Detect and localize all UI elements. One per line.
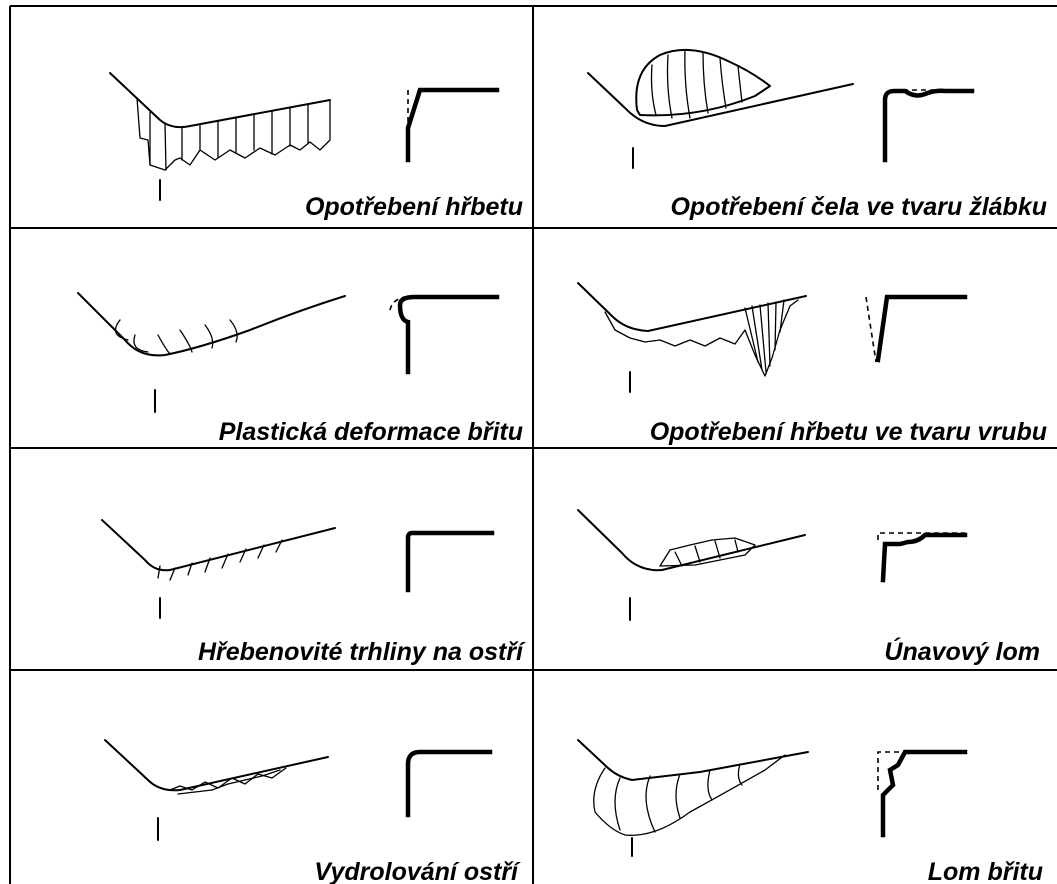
edge-chipping-edge-sketch: [105, 740, 328, 840]
fatigue-fracture-profile-sketch: [878, 533, 965, 580]
edge-breakage-edge-sketch: [578, 740, 808, 856]
flank-wear-profile-sketch: [408, 90, 497, 160]
panel-flank-wear: Opotřebení hřbetu: [110, 73, 523, 221]
panel-edge-breakage: Lom břitu: [578, 740, 1043, 884]
panel-plastic-deformation: Plastická deformace břitu: [78, 293, 523, 446]
flank-wear-edge-sketch: [110, 73, 330, 200]
caption-edge-chipping: Vydrolování ostří: [314, 858, 521, 884]
panel-notch-wear: Opotřebení hřbetu ve tvaru vrubu: [578, 283, 1047, 446]
panel-crater-wear: Opotřebení čela ve tvaru žlábku: [588, 50, 1047, 221]
caption-flank-wear: Opotřebení hřbetu: [305, 193, 523, 221]
panel-fatigue-fracture: Únavový lom: [578, 510, 1040, 666]
panel-edge-chipping: Vydrolování ostří: [105, 740, 521, 884]
panel-comb-cracks: Hřebenovité trhliny na ostří: [102, 520, 526, 666]
crater-wear-profile-sketch: [885, 90, 972, 160]
comb-cracks-profile-sketch: [408, 533, 492, 590]
plastic-deformation-profile-sketch: [390, 296, 497, 372]
plastic-deformation-edge-sketch: [78, 293, 345, 412]
caption-crater-wear: Opotřebení čela ve tvaru žlábku: [670, 193, 1047, 221]
caption-notch-wear: Opotřebení hřbetu ve tvaru vrubu: [650, 418, 1047, 446]
notch-wear-profile-sketch: [866, 297, 965, 362]
caption-edge-breakage: Lom břitu: [928, 858, 1043, 884]
comb-cracks-edge-sketch: [102, 520, 335, 618]
caption-plastic-deformation: Plastická deformace břitu: [219, 418, 523, 446]
edge-breakage-profile-sketch: [878, 752, 965, 835]
crater-wear-edge-sketch: [588, 50, 853, 168]
fatigue-fracture-edge-sketch: [578, 510, 805, 620]
caption-fatigue-fracture: Únavový lom: [884, 637, 1040, 666]
notch-wear-edge-sketch: [578, 283, 806, 392]
edge-chipping-profile-sketch: [408, 752, 490, 815]
caption-comb-cracks: Hřebenovité trhliny na ostří: [198, 638, 526, 666]
